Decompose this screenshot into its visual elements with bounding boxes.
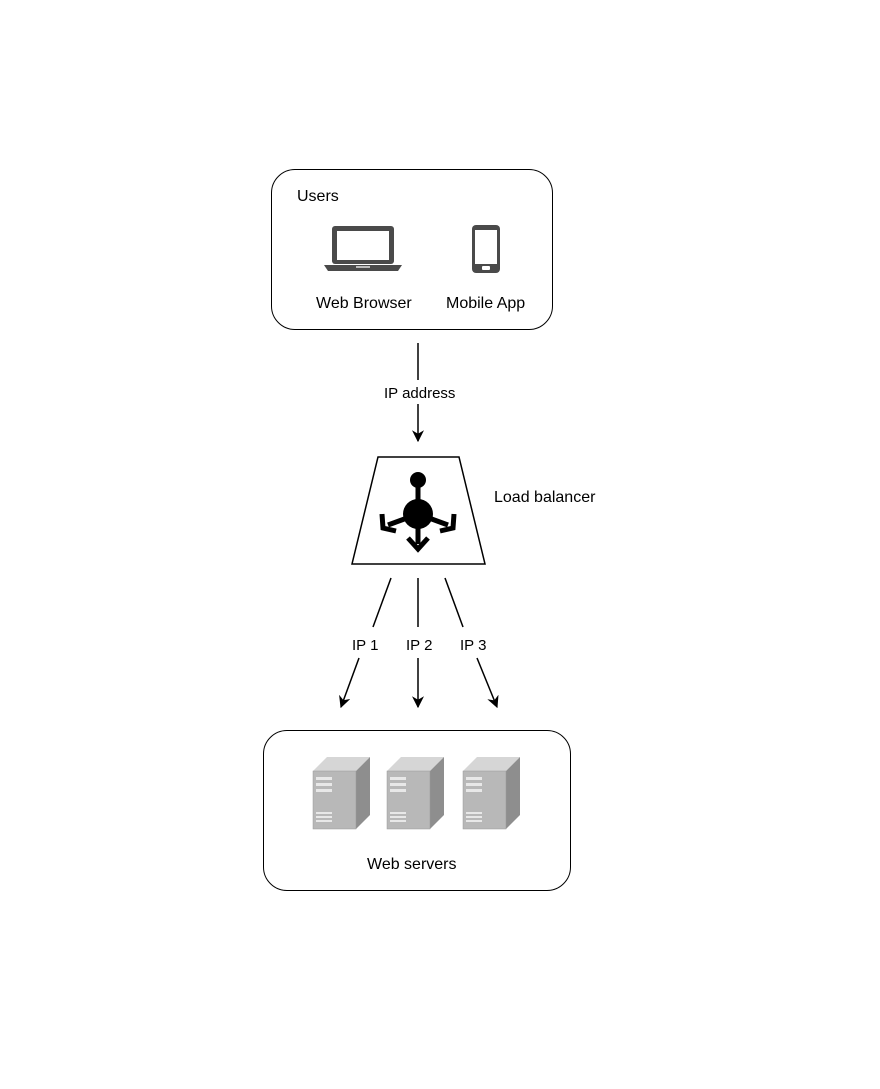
load-balancer-icon [379, 472, 457, 553]
load-balancer-label: Load balancer [494, 489, 596, 506]
server-icon [312, 757, 370, 830]
server-icon [386, 757, 444, 830]
server-icon [462, 757, 520, 830]
ip-2-label: IP 2 [406, 637, 433, 654]
laptop-icon [324, 226, 402, 271]
users-title: Users [297, 188, 339, 205]
web-servers-label: Web servers [367, 856, 457, 873]
ip-3-arrow [476, 657, 499, 709]
ip-1-arrow [339, 657, 360, 709]
users-group [271, 169, 553, 330]
ip-1-label: IP 1 [352, 637, 379, 654]
ip-1-arrow-top [372, 577, 392, 628]
mobile-app-label: Mobile App [446, 295, 526, 312]
mobile-phone-icon [472, 225, 500, 273]
ip-3-arrow-top [444, 577, 464, 628]
web-browser-label: Web Browser [316, 295, 412, 312]
ip-address-label: IP address [384, 385, 456, 402]
ip-3-label: IP 3 [460, 637, 487, 654]
